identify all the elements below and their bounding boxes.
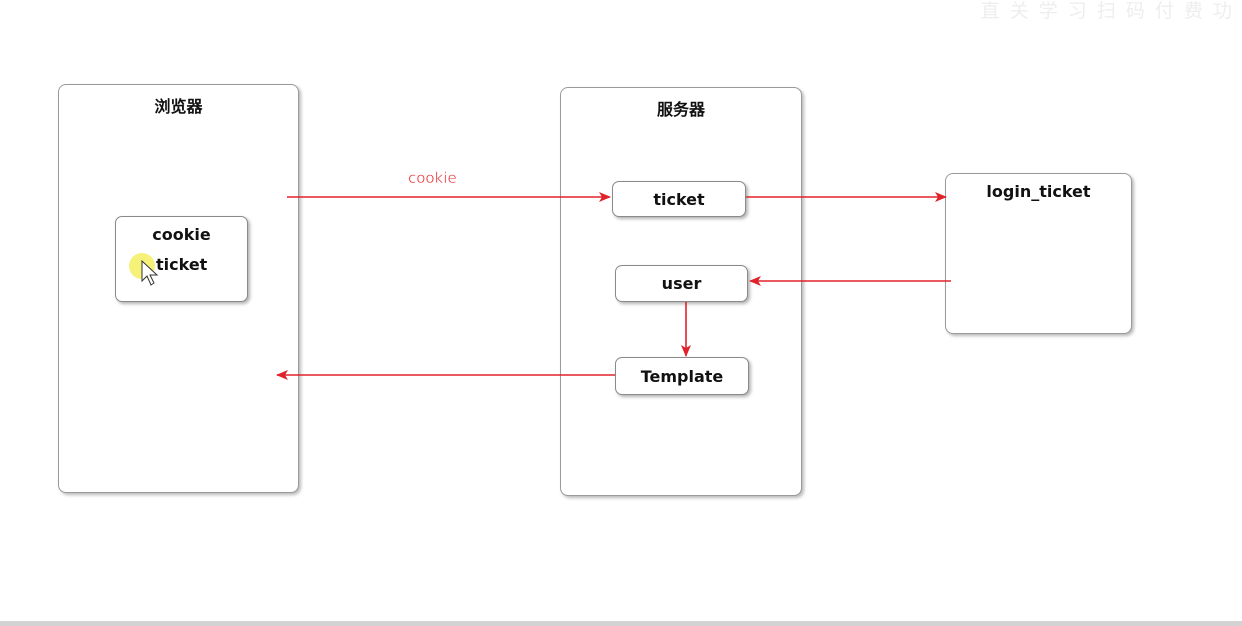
user-node: user xyxy=(615,265,748,302)
cookie-store-ticket: ticket xyxy=(156,255,208,274)
bottom-scrollbar-strip xyxy=(0,621,1242,626)
server-container: 服务器 xyxy=(560,87,802,496)
browser-title: 浏览器 xyxy=(154,97,203,116)
server-title: 服务器 xyxy=(656,100,705,119)
edge-label-cookie: cookie xyxy=(408,169,457,187)
watermark-text: 直 关 学 习 扫 码 付 费 功 xyxy=(980,0,1234,22)
ticket-node: ticket xyxy=(612,181,746,217)
login-ticket-container: login_ticket xyxy=(945,173,1132,334)
login-ticket-title: login_ticket xyxy=(986,182,1091,201)
cookie-store-box: cookie ticket xyxy=(115,216,248,302)
template-node: Template xyxy=(615,357,749,395)
cookie-store-title: cookie xyxy=(152,225,211,244)
